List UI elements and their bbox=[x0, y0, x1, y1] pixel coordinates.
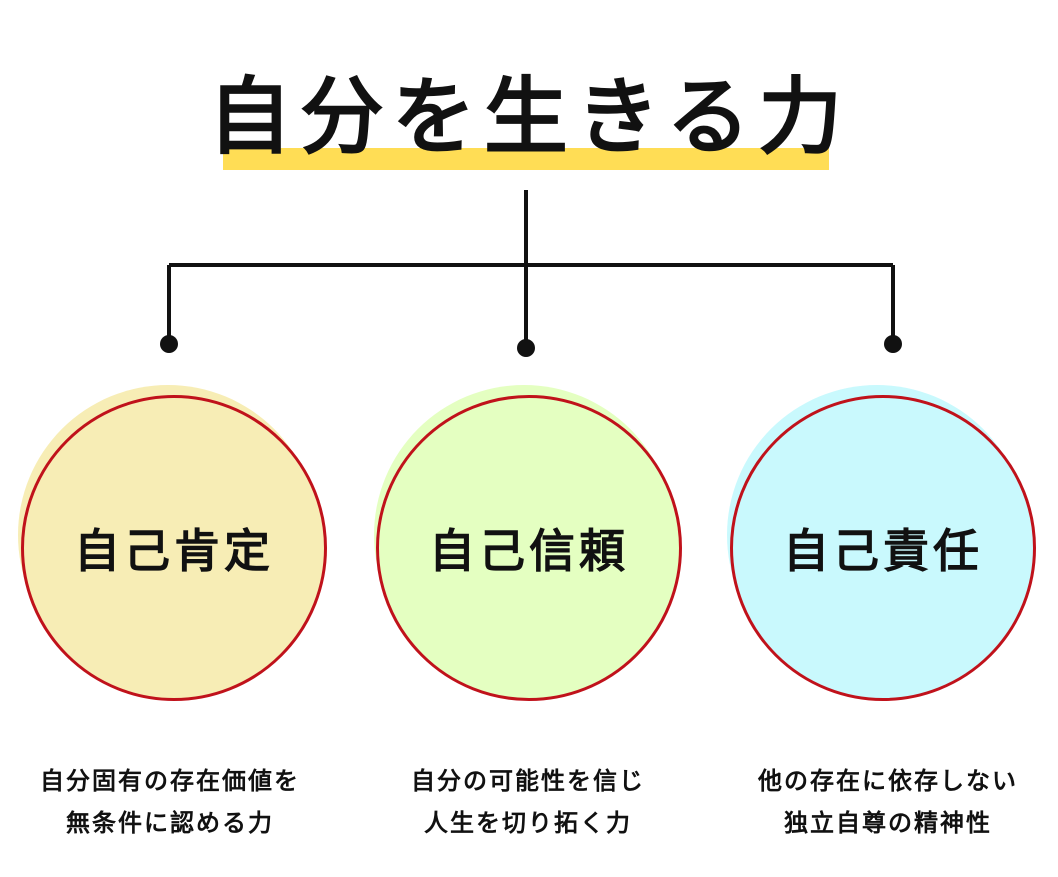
concept-label: 自己肯定 bbox=[74, 524, 274, 578]
caption-line: 独立自尊の精神性 bbox=[784, 809, 992, 837]
title-area: 自分を生きる力 bbox=[0, 62, 1058, 182]
title-highlight-bar bbox=[223, 148, 829, 170]
caption-line: 無条件に認める力 bbox=[66, 809, 274, 837]
node-dot-center bbox=[517, 339, 535, 357]
concept-caption: 自分の可能性を信じ 人生を切り拓く力 bbox=[358, 760, 698, 844]
concept-caption: 他の存在に依存しない 独立自尊の精神性 bbox=[718, 760, 1058, 844]
caption-line: 他の存在に依存しない bbox=[758, 767, 1018, 795]
caption-line: 自分の可能性を信じ bbox=[411, 767, 645, 795]
concept-circle-self-responsibility: 自己責任 bbox=[730, 395, 1036, 701]
concept-label: 自己責任 bbox=[783, 524, 983, 578]
concept-caption: 自分固有の存在価値を 無条件に認める力 bbox=[0, 760, 340, 844]
node-dot-right bbox=[884, 335, 902, 353]
caption-line: 人生を切り拓く力 bbox=[424, 809, 632, 837]
concept-circle-self-trust: 自己信頼 bbox=[376, 395, 682, 701]
page-title: 自分を生きる力 bbox=[207, 68, 851, 166]
caption-line: 自分固有の存在価値を bbox=[40, 767, 300, 795]
concept-circle-self-affirmation: 自己肯定 bbox=[21, 395, 327, 701]
concept-label: 自己信頼 bbox=[429, 524, 629, 578]
node-dot-left bbox=[160, 335, 178, 353]
